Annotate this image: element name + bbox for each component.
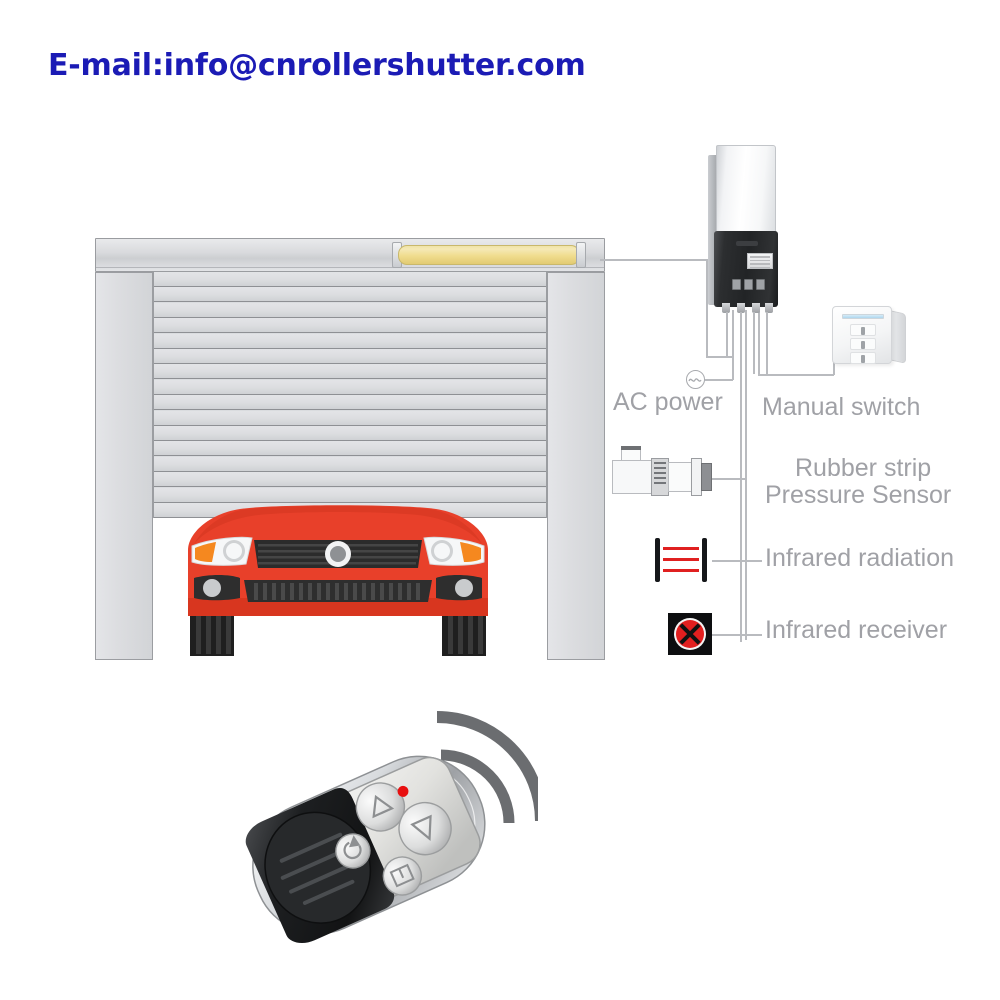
- motor-control-box: [714, 231, 778, 307]
- motor-cable-2: [740, 312, 742, 642]
- remote-button-down[interactable]: [391, 794, 460, 863]
- manual-wall-switch[interactable]: [832, 306, 910, 368]
- shutter-slat: [154, 472, 546, 488]
- motor-cable-3: [753, 312, 755, 374]
- motor-cable-gland-1: [722, 303, 730, 313]
- label-infrared-radiation: Infrared radiation: [765, 544, 955, 572]
- pressure-sensor-icon: [612, 446, 712, 498]
- motor-top-cover: [716, 145, 776, 233]
- label-manual-switch: Manual switch: [762, 393, 921, 421]
- motor-vent-slot: [736, 241, 758, 246]
- pressure-sensor-body: [612, 460, 652, 494]
- wall-switch-indicator: [842, 314, 884, 319]
- wall-switch-key-up[interactable]: [850, 324, 876, 336]
- motor-cable-1: [726, 312, 728, 358]
- label-rubber-line2: Pressure Sensor: [765, 481, 952, 509]
- ir-receiver-bar: [702, 538, 707, 582]
- shutter-slat: [154, 410, 546, 426]
- wall-switch-key-down[interactable]: [850, 352, 876, 364]
- pressure-sensor-ribs: [651, 458, 669, 496]
- wire-pressure-sensor: [712, 478, 746, 480]
- remote-status-led: [397, 785, 409, 797]
- tube-motor: [398, 245, 580, 265]
- remote-button-stop[interactable]: [330, 829, 375, 874]
- tubular-motor-control-unit[interactable]: [708, 145, 780, 313]
- wire-ac-right: [705, 379, 733, 381]
- email-text: E-mail:info@cnrollershutter.com: [48, 48, 586, 83]
- wire-label-ir-rad: [712, 560, 762, 562]
- shutter-curtain: [153, 272, 547, 518]
- pressure-sensor-tip: [701, 463, 712, 491]
- wall-switch-key-stop[interactable]: [850, 338, 876, 350]
- remote-buttons: [330, 775, 460, 901]
- wire-switch-v: [758, 310, 760, 375]
- wire-main-bus: [745, 310, 747, 640]
- motor-button-1[interactable]: [732, 279, 741, 290]
- label-rubber-strip: Rubber strip Pressure Sensor: [765, 454, 951, 509]
- wire-tube-to-motor-h: [600, 259, 708, 261]
- car-headlight-left: [191, 536, 253, 566]
- wire-label-ir-rec: [712, 634, 762, 636]
- shutter-slat: [154, 364, 546, 380]
- shutter-slat: [154, 487, 546, 503]
- remote-button-lock[interactable]: [377, 851, 427, 901]
- red-car-front-view: [188, 505, 488, 656]
- infrared-receiver-icon: [668, 613, 712, 655]
- car-grille: [254, 540, 422, 568]
- motor-cable-4: [766, 312, 768, 374]
- label-rubber-line1: Rubber strip: [795, 454, 932, 482]
- shutter-slat: [154, 441, 546, 457]
- motor-button-2[interactable]: [744, 279, 753, 290]
- shutter-slat: [154, 349, 546, 364]
- remote-button-up[interactable]: [349, 775, 412, 838]
- roller-shutter-assembly: [95, 238, 605, 660]
- wire-ac-up: [732, 310, 734, 380]
- wire-tube-to-motor-v: [706, 259, 708, 357]
- shutter-slat: [154, 379, 546, 395]
- wire-tube-join: [706, 356, 734, 358]
- ir-beam-1: [663, 547, 699, 550]
- tube-motor-cap-right: [576, 242, 586, 268]
- shutter-slat: [154, 287, 546, 303]
- wall-switch-side: [890, 310, 906, 364]
- rf-remote-control[interactable]: [208, 682, 538, 974]
- label-ac-power: AC power: [613, 388, 723, 416]
- ir-beam-2: [663, 558, 699, 561]
- car-headlight-right: [423, 536, 485, 566]
- ir-emitter-bar: [655, 538, 660, 582]
- car-fog-light-right: [436, 575, 482, 601]
- car-fog-light-left: [194, 575, 240, 601]
- shutter-slat: [154, 302, 546, 318]
- shutter-slat: [154, 272, 546, 287]
- shutter-slat: [154, 318, 546, 334]
- shutter-slat: [154, 426, 546, 441]
- wire-switch-h: [758, 374, 834, 376]
- infrared-radiation-icon: [655, 538, 707, 582]
- shutter-slat: [154, 333, 546, 349]
- motor-cable-gland-2: [737, 303, 745, 313]
- shutter-slat: [154, 395, 546, 411]
- wall-switch-plate: [832, 306, 892, 364]
- motor-button-3[interactable]: [756, 279, 765, 290]
- guide-rail-left: [95, 272, 153, 660]
- ir-beam-3: [663, 569, 699, 572]
- motor-cable-gland-4: [765, 303, 773, 313]
- motor-side-rail: [708, 155, 718, 305]
- guide-rail-right: [547, 272, 605, 660]
- label-infrared-receiver: Infrared receiver: [765, 616, 948, 644]
- motor-cable-gland-3: [752, 303, 760, 313]
- ac-power-symbol-icon: [686, 370, 705, 389]
- motor-label-plate: [747, 253, 773, 269]
- car-bumper: [244, 580, 432, 602]
- shutter-slat: [154, 456, 546, 472]
